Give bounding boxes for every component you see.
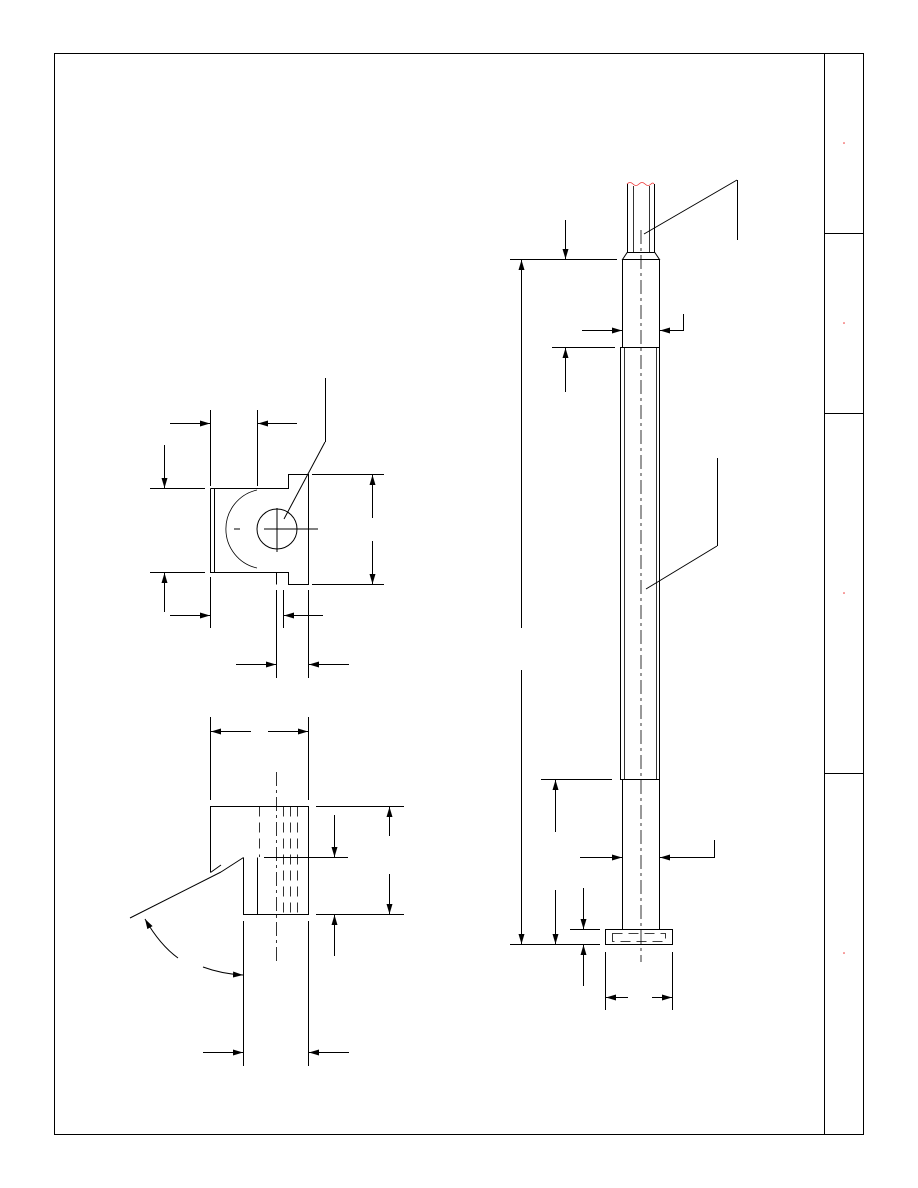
zone-marks <box>843 142 845 954</box>
plan-body-outline <box>210 474 309 585</box>
side-body-outline <box>210 806 309 915</box>
sheet-border <box>54 53 864 1135</box>
base-foot <box>605 929 673 945</box>
shaft-elevation <box>510 179 738 1010</box>
sleeve-outline <box>620 347 660 780</box>
plan-view <box>150 378 384 678</box>
side-view <box>129 717 404 1066</box>
